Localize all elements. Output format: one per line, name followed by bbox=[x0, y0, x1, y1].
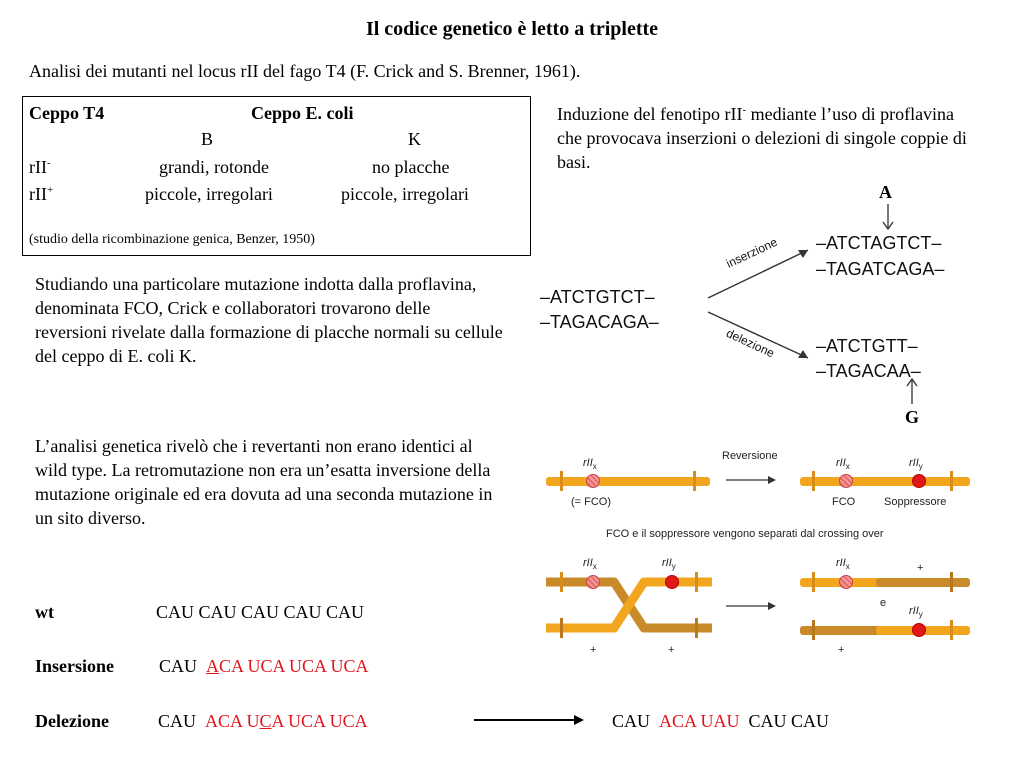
gene-label-y: rIIy bbox=[909, 457, 923, 472]
insertion-row: Insersione bbox=[35, 656, 114, 677]
fco-mutation-marker bbox=[586, 474, 600, 488]
chromosome-tick bbox=[560, 618, 563, 638]
chromosome-fco bbox=[546, 477, 710, 486]
page-title: Il codice genetico è letto a triplette bbox=[365, 18, 659, 40]
gene-label-y: rIIy bbox=[909, 605, 923, 620]
deletion-label: Delezione bbox=[35, 711, 109, 731]
result-arrow bbox=[474, 715, 584, 725]
arrow-a bbox=[882, 204, 894, 231]
suppressor-mutation-marker bbox=[912, 474, 926, 488]
insertion-bottom-strand: –TAGATCAGA– bbox=[816, 259, 945, 279]
wt-row: wt bbox=[35, 602, 54, 623]
fco-mutation-marker bbox=[839, 474, 853, 488]
gene-label-x: rIIx bbox=[836, 557, 850, 572]
chromosome-tick bbox=[560, 572, 563, 592]
arrow-g bbox=[906, 377, 918, 404]
row-rii-minus-k: no placche bbox=[372, 157, 450, 177]
chromosome-tick bbox=[695, 572, 698, 592]
plus-label: + bbox=[668, 644, 675, 656]
deletion-row: Delezione bbox=[35, 711, 109, 732]
paragraph-fco: Studiando una particolare mutazione indo… bbox=[35, 274, 503, 366]
chromosome-tick bbox=[812, 471, 815, 491]
wt-label: wt bbox=[35, 602, 54, 622]
recombination-arrow bbox=[726, 602, 776, 610]
chromosome-tick bbox=[812, 620, 815, 640]
fco-mutation-marker bbox=[586, 575, 600, 589]
reversion-arrow bbox=[726, 476, 776, 484]
recombinant-1-right bbox=[876, 578, 970, 587]
original-top-strand: –ATCTGTCT– bbox=[540, 287, 655, 307]
deleted-base: C bbox=[259, 711, 272, 731]
crossing-over-caption: FCO e il soppressore vengono separati da… bbox=[606, 528, 884, 540]
chromosome-tick bbox=[560, 471, 563, 491]
row-rii-plus-k: piccole, irregolari bbox=[341, 184, 469, 204]
column-b: B bbox=[201, 129, 214, 149]
branch-arrows bbox=[707, 249, 809, 359]
deletion-bottom-strand: –TAGACAA– bbox=[816, 361, 921, 381]
suppressor-mutation-marker bbox=[912, 623, 926, 637]
wt-sequence: CAU CAU CAU CAU CAU bbox=[156, 602, 365, 622]
row-rii-minus-b: grandi, rotonde bbox=[159, 157, 269, 177]
crossing-over-chromosomes bbox=[546, 577, 712, 633]
fco-equals-label: (= FCO) bbox=[571, 496, 612, 508]
letter-a: A bbox=[879, 182, 892, 202]
fco-mutation-marker bbox=[839, 575, 853, 589]
table-note: (studio della ricombinazione genica, Ben… bbox=[29, 232, 315, 247]
original-bottom-strand: –TAGACAGA– bbox=[540, 312, 659, 332]
row-rii-minus-label: rII- bbox=[29, 157, 51, 177]
fco-label: FCO bbox=[832, 496, 856, 508]
insertion-label: Insersione bbox=[35, 656, 115, 676]
chromosome-revertant bbox=[800, 477, 970, 486]
insertion-sequence: CAU ACA UCA UCA UCA bbox=[159, 656, 369, 676]
suppressor-mutation-marker bbox=[665, 575, 679, 589]
gene-label-x: rIIx bbox=[583, 557, 597, 572]
strain-table: Ceppo T4 Ceppo E. coli B K rII- grandi, … bbox=[22, 96, 531, 256]
reversion-label: Reversione bbox=[722, 450, 778, 462]
induction-text: Induzione del fenotipo rII- mediante l’u… bbox=[557, 104, 967, 172]
paragraph-analysis: L’analisi genetica rivelò che i revertan… bbox=[35, 436, 493, 528]
chromosome-tick bbox=[950, 572, 953, 592]
gene-label-x: rIIx bbox=[583, 457, 597, 472]
recombinant-2-left bbox=[800, 626, 880, 635]
header-ecoli: Ceppo E. coli bbox=[251, 103, 354, 123]
letter-g: G bbox=[905, 407, 920, 427]
e-label: e bbox=[880, 597, 887, 609]
gene-label-x: rIIx bbox=[836, 457, 850, 472]
chromosome-tick bbox=[950, 620, 953, 640]
header-t4: Ceppo T4 bbox=[29, 103, 105, 123]
page-subtitle: Analisi dei mutanti nel locus rII del fa… bbox=[29, 61, 581, 81]
column-k: K bbox=[408, 129, 421, 149]
result-sequence: CAU ACA UAU CAU CAU bbox=[612, 711, 830, 731]
chromosome-tick bbox=[693, 471, 696, 491]
inserted-base: A bbox=[206, 656, 220, 676]
row-rii-plus-label: rII+ bbox=[29, 184, 54, 204]
deletion-sequence: CAU ACA UCA UCA UCA bbox=[158, 711, 368, 731]
chromosome-tick bbox=[950, 471, 953, 491]
plus-label: + bbox=[917, 562, 924, 574]
chromosome-tick bbox=[695, 618, 698, 638]
chromosome-tick bbox=[812, 572, 815, 592]
deletion-top-strand: –ATCTGTT– bbox=[816, 336, 918, 356]
insertion-top-strand: –ATCTAGTCT– bbox=[816, 233, 942, 253]
plus-label: + bbox=[838, 644, 845, 656]
row-rii-plus-b: piccole, irregolari bbox=[145, 184, 273, 204]
gene-label-y: rIIy bbox=[662, 557, 676, 572]
plus-label: + bbox=[590, 644, 597, 656]
suppressor-label: Soppressore bbox=[884, 496, 947, 508]
